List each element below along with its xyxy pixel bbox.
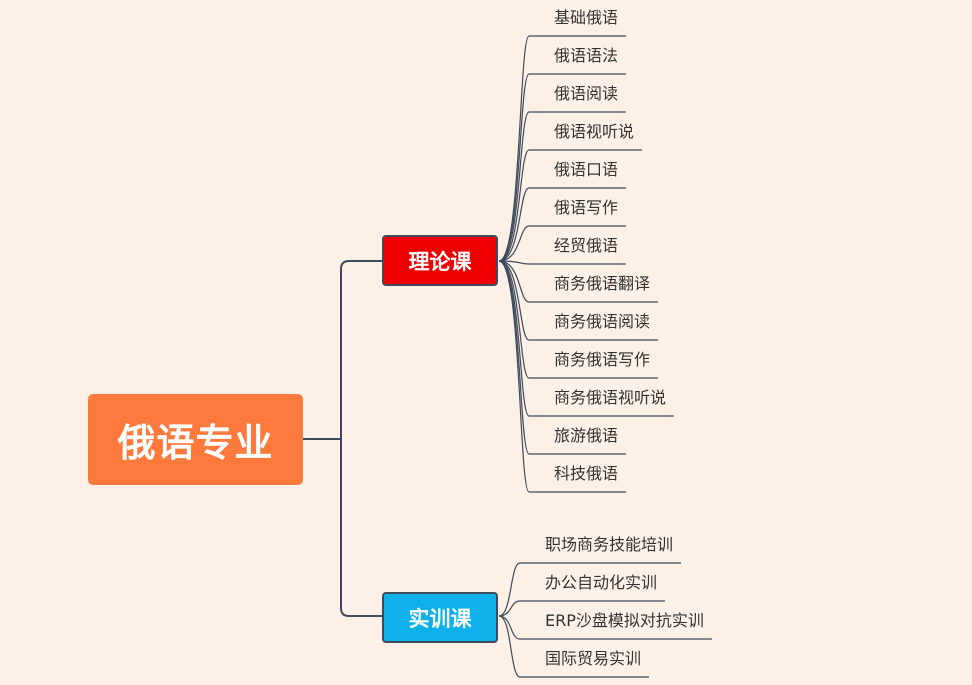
leaf-node-theory[interactable]: 俄语语法 (554, 46, 619, 65)
leaf-connector-theory (498, 260, 627, 265)
leaf-node-theory[interactable]: 旅游俄语 (554, 426, 619, 445)
leaf-connector-practice (498, 600, 666, 617)
branch-label-theory: 理论课 (408, 249, 472, 274)
leaf-node-theory[interactable]: 俄语口语 (554, 160, 619, 179)
leaf-connector-theory (498, 35, 627, 262)
root-label: 俄语专业 (117, 421, 274, 465)
leaf-connector-theory (498, 260, 659, 341)
leaf-connector-theory (498, 260, 627, 493)
leaf-connector-theory (498, 260, 659, 379)
leaf-node-theory[interactable]: 俄语写作 (554, 198, 619, 217)
branch-node-practice[interactable]: 实训课 (382, 592, 498, 643)
trunk-connector (340, 260, 382, 617)
leaf-node-practice[interactable]: 职场商务技能培训 (545, 535, 674, 554)
leaf-connector-theory (498, 225, 627, 262)
branch-node-theory[interactable]: 理论课 (382, 235, 498, 286)
leaf-node-theory[interactable]: 俄语视听说 (554, 122, 635, 141)
leaf-node-theory[interactable]: 商务俄语阅读 (554, 312, 651, 331)
leaf-node-theory[interactable]: 俄语阅读 (554, 84, 619, 103)
leaf-node-theory[interactable]: 科技俄语 (554, 464, 619, 483)
leaf-node-theory[interactable]: 基础俄语 (554, 8, 619, 27)
leaf-node-theory[interactable]: 经贸俄语 (554, 236, 619, 255)
leaf-node-theory[interactable]: 商务俄语视听说 (554, 388, 667, 407)
leaf-connector-theory (498, 73, 627, 262)
leaf-connector-practice (498, 615, 650, 678)
leaf-connector-practice (498, 562, 682, 617)
leaf-node-practice[interactable]: 国际贸易实训 (545, 649, 642, 668)
leaf-connector-theory (498, 260, 675, 417)
leaf-node-practice[interactable]: ERP沙盘模拟对抗实训 (545, 611, 704, 630)
leaf-connector-theory (498, 149, 643, 262)
leaf-connector-theory (498, 187, 627, 262)
leaf-connector-theory (498, 111, 627, 262)
leaf-connector-theory (498, 260, 659, 303)
root-node[interactable]: 俄语专业 (88, 394, 303, 485)
leaf-node-practice[interactable]: 办公自动化实训 (545, 573, 658, 592)
branch-label-practice: 实训课 (408, 606, 472, 631)
leaf-node-theory[interactable]: 商务俄语翻译 (554, 274, 651, 293)
leaf-connector-practice (498, 615, 712, 640)
leaf-node-theory[interactable]: 商务俄语写作 (554, 350, 651, 369)
